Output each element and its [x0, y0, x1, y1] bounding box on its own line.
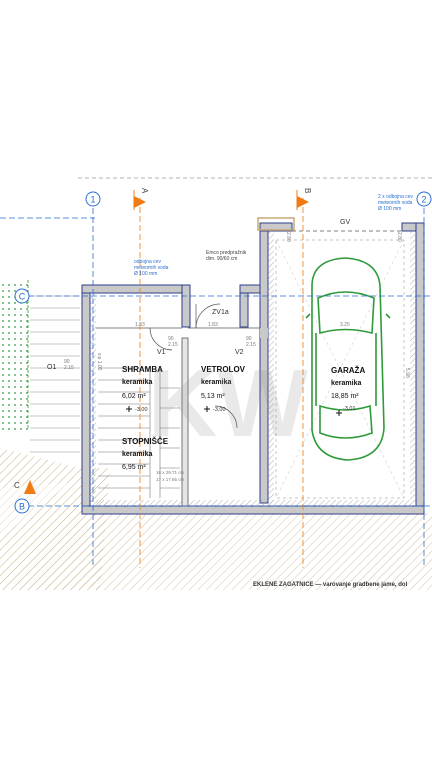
svg-text:B: B — [303, 188, 312, 193]
note-line: meteornih voda — [134, 265, 169, 271]
interior-stairs — [98, 367, 180, 498]
axis-marker-lines — [139, 198, 304, 568]
exterior-stairs — [30, 295, 80, 453]
floor-plan: 1 2 C B A B — [0, 168, 432, 590]
room-level: -3,00 — [135, 407, 148, 413]
note-line: meteornih voda — [378, 200, 413, 206]
room-vetrolov: VETROLOV keramika 5,13 m² -3,00 — [201, 365, 246, 413]
dim-line: 90 — [64, 359, 70, 365]
dim-1: 1.83 — [135, 322, 145, 328]
dim-9: 17 x 17.65 cm — [156, 477, 185, 482]
dim-line: 2.15 — [64, 365, 74, 371]
dim-11: 2.80 — [396, 232, 402, 242]
floor-plan-drawing: 1 2 C B A B — [0, 177, 432, 590]
axis-a-marker: A — [133, 188, 149, 210]
svg-text:1: 1 — [90, 195, 95, 205]
axis-c-left-marker: C — [14, 480, 36, 494]
garage-outline — [275, 239, 405, 499]
room-level: -3,00 — [213, 407, 226, 413]
room-name: GARAŽA — [331, 366, 365, 375]
svg-text:A: A — [140, 188, 149, 194]
note-line: dim. 90/60 cm — [206, 256, 237, 262]
door-swings — [149, 303, 238, 429]
car-outline — [305, 257, 391, 461]
room-shramba: SHRAMBA keramika 6,02 m² -3,00 — [122, 365, 163, 413]
door-label-v1: V1 — [157, 349, 166, 356]
room-area: 5,13 m² — [201, 393, 225, 400]
terrain-hatch-bottom — [90, 513, 432, 590]
room-stopnisce: STOPNIŠČE keramika 6,95 m² — [122, 437, 169, 471]
note-line: Ø 100 mm — [134, 271, 157, 277]
door-label-zv1a: ZV1a — [212, 309, 229, 316]
axis-1-bubble: 1 — [85, 191, 101, 207]
axis-2-bubble: 2 — [416, 191, 432, 207]
room-area: 6,95 m² — [122, 464, 146, 471]
door-label-v2: V2 — [235, 349, 244, 356]
green-area — [0, 280, 28, 430]
dim-3: 3.25 — [340, 322, 350, 328]
room-finish: keramika — [122, 451, 152, 458]
room-name: VETROLOV — [201, 365, 246, 374]
dim-line: 2.15 — [168, 342, 178, 348]
dim-12: v.p 1.00 — [96, 353, 102, 371]
svg-text:C: C — [14, 481, 20, 490]
svg-text:2: 2 — [421, 195, 426, 205]
terrain-slope — [0, 483, 70, 538]
dim-line: 2.15 — [246, 342, 256, 348]
room-finish: keramika — [331, 380, 361, 387]
dim-line: 90 — [168, 336, 174, 342]
dim-10: 2.80 — [285, 232, 291, 242]
dim-2: 1.83 — [208, 322, 218, 328]
window-label-o1: O1 — [47, 364, 56, 371]
dim-line: 90 — [246, 336, 252, 342]
watermark-logo: KW — [148, 350, 308, 457]
axis-lines — [0, 208, 432, 568]
note-line: Ø 100 mm — [378, 206, 401, 212]
door-label-gv: GV — [340, 219, 350, 226]
room-name: STOPNIŠČE — [122, 437, 169, 446]
dim-8: 16 x 29.71 cm — [156, 470, 185, 475]
svg-text:B: B — [19, 502, 25, 512]
room-area: 6,02 m² — [122, 393, 146, 400]
dim-7: 5.98 — [404, 368, 410, 378]
room-garaza: GARAŽA keramika 18,85 m² -3,01 — [331, 366, 365, 416]
axis-b-marker: B — [296, 188, 312, 210]
axis-b-bubble: B — [14, 498, 30, 514]
room-level: -3,01 — [343, 406, 356, 412]
room-name: SHRAMBA — [122, 365, 163, 374]
room-area: 18,85 m² — [331, 393, 359, 400]
svg-text:C: C — [19, 292, 26, 302]
room-finish: keramika — [122, 379, 152, 386]
room-finish: keramika — [201, 379, 231, 386]
note-bottom: EKLENE ZAGATNICE — varovanje gradbene ja… — [253, 582, 408, 588]
axis-c-bubble: C — [14, 288, 30, 304]
